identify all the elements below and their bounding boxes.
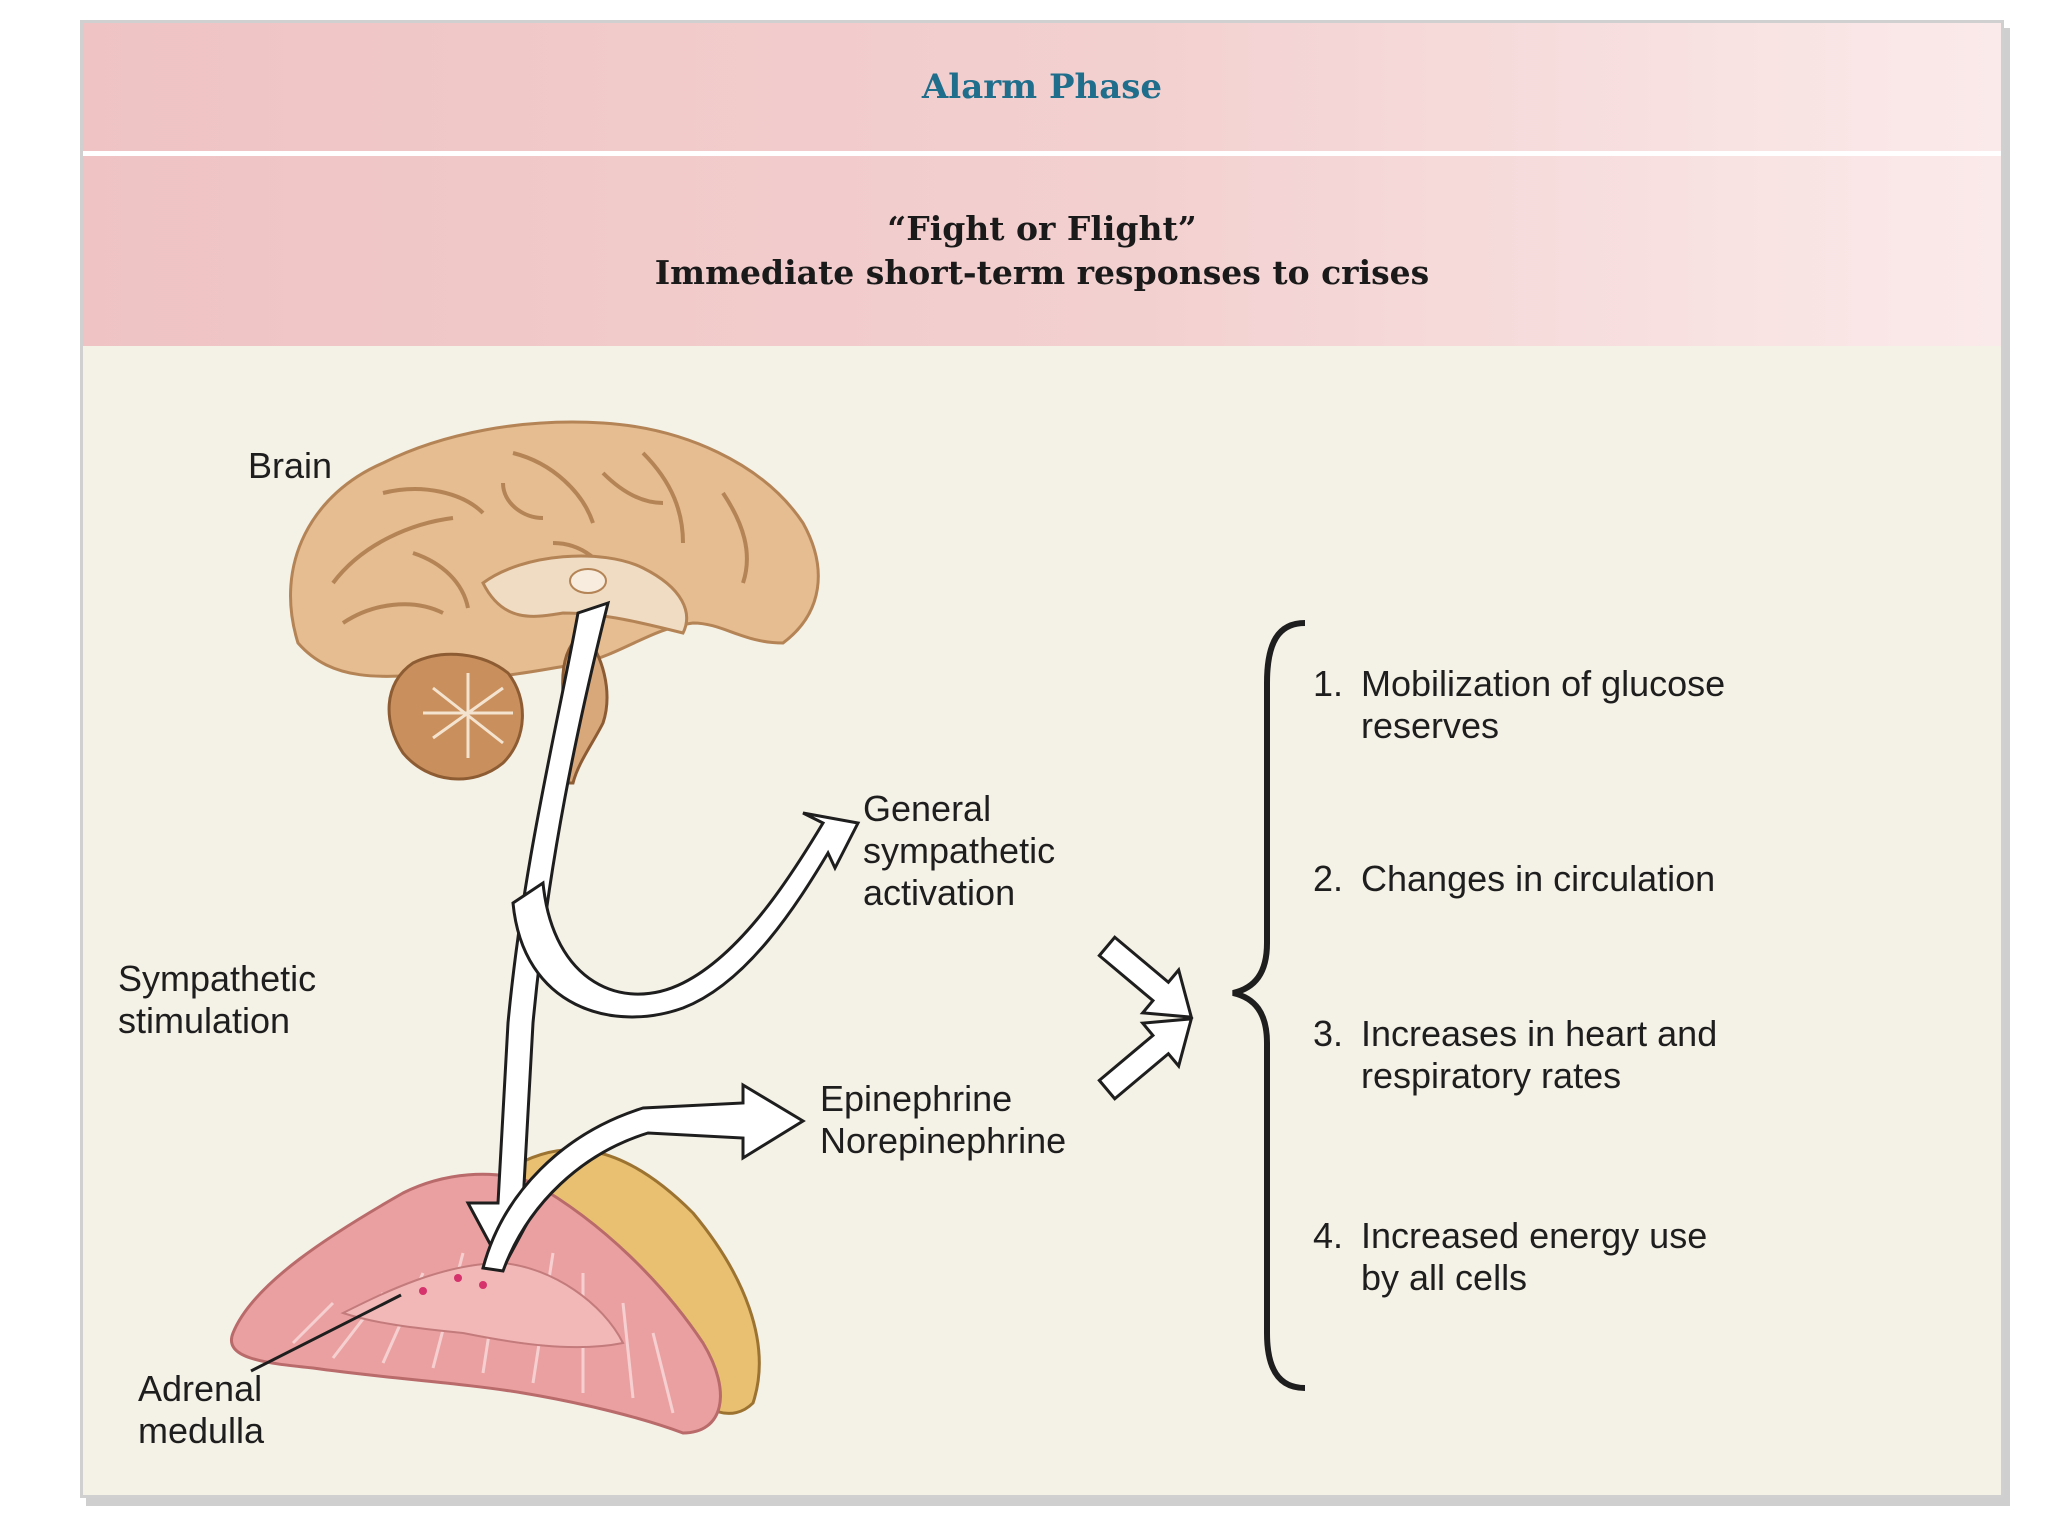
response-item: 3. Increases in heart and respiratory ra… bbox=[1313, 1013, 1718, 1096]
header-band-subtitle: “Fight or Flight” Immediate short-term r… bbox=[83, 156, 2001, 346]
arrow-to-responses-lower bbox=[1097, 1017, 1194, 1101]
adrenal-gland-illustration bbox=[229, 1148, 761, 1435]
label-adrenal-medulla: Adrenal medulla bbox=[138, 1368, 265, 1451]
subtitle-fight-or-flight: “Fight or Flight” bbox=[887, 209, 1197, 248]
label-hormones: Epinephrine Norepinephrine bbox=[820, 1078, 1067, 1161]
label-sympathetic-stimulation: Sympathetic stimulation bbox=[118, 958, 317, 1041]
arrow-to-responses-upper bbox=[1097, 935, 1194, 1019]
subtitle-description: Immediate short-term responses to crises bbox=[654, 253, 1430, 292]
diagram-artwork bbox=[229, 420, 1306, 1435]
label-brain: Brain bbox=[248, 445, 333, 486]
arrow-hormones bbox=[481, 1082, 806, 1273]
header-band-title: Alarm Phase bbox=[83, 23, 2001, 151]
response-item: 2. Changes in circulation bbox=[1313, 858, 1716, 899]
phase-title: Alarm Phase bbox=[921, 67, 1163, 107]
response-item: 1. Mobilization of glucose reserves bbox=[1313, 663, 1726, 746]
response-item: 4. Increased energy use by all cells bbox=[1313, 1215, 1708, 1298]
response-brace bbox=[1232, 620, 1306, 1391]
header-separator bbox=[83, 151, 2001, 156]
label-general-sympathetic-activation: General sympathetic activation bbox=[863, 788, 1056, 913]
arrow-general-activation bbox=[511, 811, 861, 1019]
adrenal-leader-line bbox=[250, 1293, 402, 1373]
figure-panel: Alarm Phase “Fight or Flight” Immediate … bbox=[80, 20, 2004, 1498]
